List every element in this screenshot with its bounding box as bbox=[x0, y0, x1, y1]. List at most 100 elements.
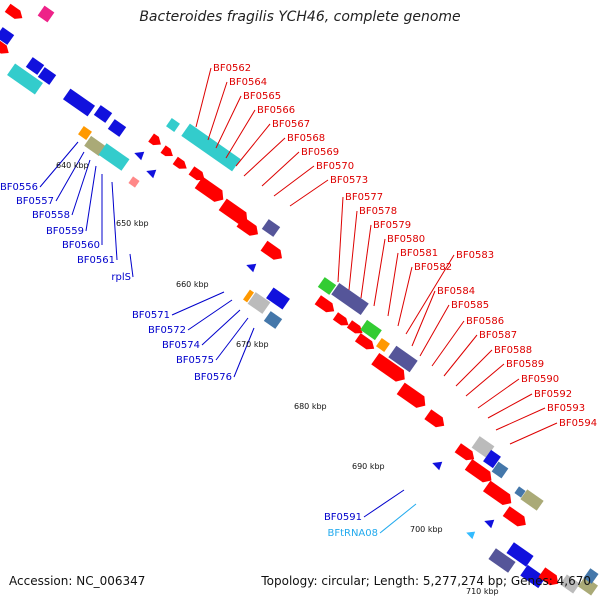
gene-label-bf0593: BF0593 bbox=[547, 403, 585, 414]
leader-line bbox=[387, 252, 399, 317]
leader-line bbox=[431, 320, 465, 367]
leader-line bbox=[411, 290, 436, 347]
gene-label-bf0564: BF0564 bbox=[229, 77, 267, 88]
gene-block bbox=[37, 5, 55, 23]
leader-line bbox=[207, 81, 228, 141]
gene-block bbox=[62, 88, 96, 117]
scale-tick-label: 660 kbp bbox=[176, 280, 209, 289]
gene-label-bf0582: BF0582 bbox=[414, 262, 452, 273]
gene-arrow bbox=[332, 312, 349, 326]
gene-arrow bbox=[188, 166, 205, 181]
gene-arrow bbox=[194, 176, 224, 202]
scale-tick-label: 670 kbp bbox=[236, 340, 269, 349]
feature-track bbox=[0, 3, 599, 596]
gene-arrow bbox=[454, 443, 475, 461]
gene-block bbox=[483, 449, 501, 469]
gene-label-bf0584: BF0584 bbox=[437, 286, 475, 297]
gene-arrow bbox=[218, 198, 248, 224]
gene-block bbox=[331, 282, 369, 316]
gene-label-bf0561: BF0561 bbox=[77, 255, 115, 266]
leader-line bbox=[201, 309, 241, 346]
gene-block bbox=[583, 568, 599, 584]
gene-label-bf0590: BF0590 bbox=[521, 374, 559, 385]
gene-block bbox=[78, 126, 92, 140]
gene-label-bf0556: BF0556 bbox=[0, 182, 38, 193]
gene-label-bf0587: BF0587 bbox=[479, 330, 517, 341]
gene-label-bf0591: BF0591 bbox=[324, 512, 362, 523]
gene-block bbox=[471, 436, 495, 458]
leader-line bbox=[477, 378, 520, 409]
gene-label-bf0583: BF0583 bbox=[456, 250, 494, 261]
gene-arrow bbox=[482, 480, 512, 505]
gene-arrow bbox=[354, 333, 375, 350]
gene-block bbox=[7, 63, 43, 95]
leader-line bbox=[397, 266, 413, 327]
gene-label-bf0579: BF0579 bbox=[373, 220, 411, 231]
leader-line bbox=[85, 165, 97, 232]
leader-line bbox=[360, 224, 372, 299]
gene-arrow bbox=[396, 382, 426, 408]
gene-label-bf0577: BF0577 bbox=[345, 192, 383, 203]
leader-line bbox=[129, 253, 134, 278]
gene-block bbox=[263, 311, 283, 329]
leader-line bbox=[171, 291, 225, 316]
gene-label-bf0588: BF0588 bbox=[494, 345, 532, 356]
gene-block bbox=[107, 119, 127, 137]
leader-line bbox=[495, 407, 546, 431]
gene-label-bf0576: BF0576 bbox=[194, 372, 232, 383]
gene-label-bf0573: BF0573 bbox=[330, 175, 368, 186]
gene-block bbox=[520, 489, 544, 511]
gene-label-bftrna08: BFtRNA08 bbox=[327, 528, 378, 539]
gene-block bbox=[360, 319, 382, 341]
scale-tick-label: 700 kbp bbox=[410, 525, 443, 534]
gene-label-bf0568: BF0568 bbox=[287, 133, 325, 144]
leader-line bbox=[379, 503, 417, 534]
leader-line bbox=[405, 254, 455, 335]
leader-line bbox=[235, 123, 271, 167]
gene-label-bf0580: BF0580 bbox=[387, 234, 425, 245]
gene-block bbox=[25, 57, 45, 75]
gene-arrow bbox=[172, 156, 187, 169]
leader-line bbox=[363, 489, 405, 518]
gene-labels: BF0562BF0564BF0565BF0566BF0567BF0568BF05… bbox=[0, 63, 597, 539]
leader-line bbox=[243, 137, 286, 177]
gene-arrow bbox=[484, 519, 495, 529]
leader-line bbox=[261, 151, 300, 187]
gene-label-bf0589: BF0589 bbox=[506, 359, 544, 370]
gene-arrow bbox=[466, 531, 476, 540]
gene-arrow bbox=[314, 295, 335, 313]
gene-block bbox=[317, 277, 337, 295]
gene-arrow bbox=[260, 240, 283, 260]
gene-label-bf0560: BF0560 bbox=[62, 240, 100, 251]
accession-text: Accession: NC_006347 bbox=[9, 574, 146, 588]
gene-label-bf0569: BF0569 bbox=[301, 147, 339, 158]
gene-label-bf0572: BF0572 bbox=[148, 325, 186, 336]
gene-label-bf0578: BF0578 bbox=[359, 206, 397, 217]
leader-line bbox=[215, 317, 249, 361]
gene-arrow bbox=[4, 3, 23, 19]
scale-tick-label: 680 kbp bbox=[294, 402, 327, 411]
gene-arrow bbox=[424, 409, 445, 428]
gene-arrow bbox=[502, 506, 526, 527]
gene-label-bf0592: BF0592 bbox=[534, 389, 572, 400]
gene-arrow bbox=[246, 263, 257, 273]
leader-line bbox=[215, 95, 242, 149]
topology-text: Topology: circular; Length: 5,277,274 bp… bbox=[261, 574, 591, 588]
gene-block bbox=[128, 176, 140, 188]
gene-block bbox=[37, 67, 57, 85]
leader-line bbox=[465, 363, 505, 397]
gene-arrow bbox=[160, 145, 173, 157]
leader-line bbox=[273, 165, 315, 197]
gene-label-bf0581: BF0581 bbox=[400, 248, 438, 259]
gene-block bbox=[93, 105, 113, 123]
leader-line bbox=[233, 327, 255, 378]
gene-block bbox=[520, 564, 546, 589]
gene-label-bf0562: BF0562 bbox=[213, 63, 251, 74]
leader-line bbox=[455, 349, 493, 387]
gene-arrow bbox=[0, 40, 9, 54]
gene-label-bf0571: BF0571 bbox=[132, 310, 170, 321]
gene-block bbox=[506, 542, 534, 567]
gene-label-bf0559: BF0559 bbox=[46, 226, 84, 237]
gene-label-bf0558: BF0558 bbox=[32, 210, 70, 221]
